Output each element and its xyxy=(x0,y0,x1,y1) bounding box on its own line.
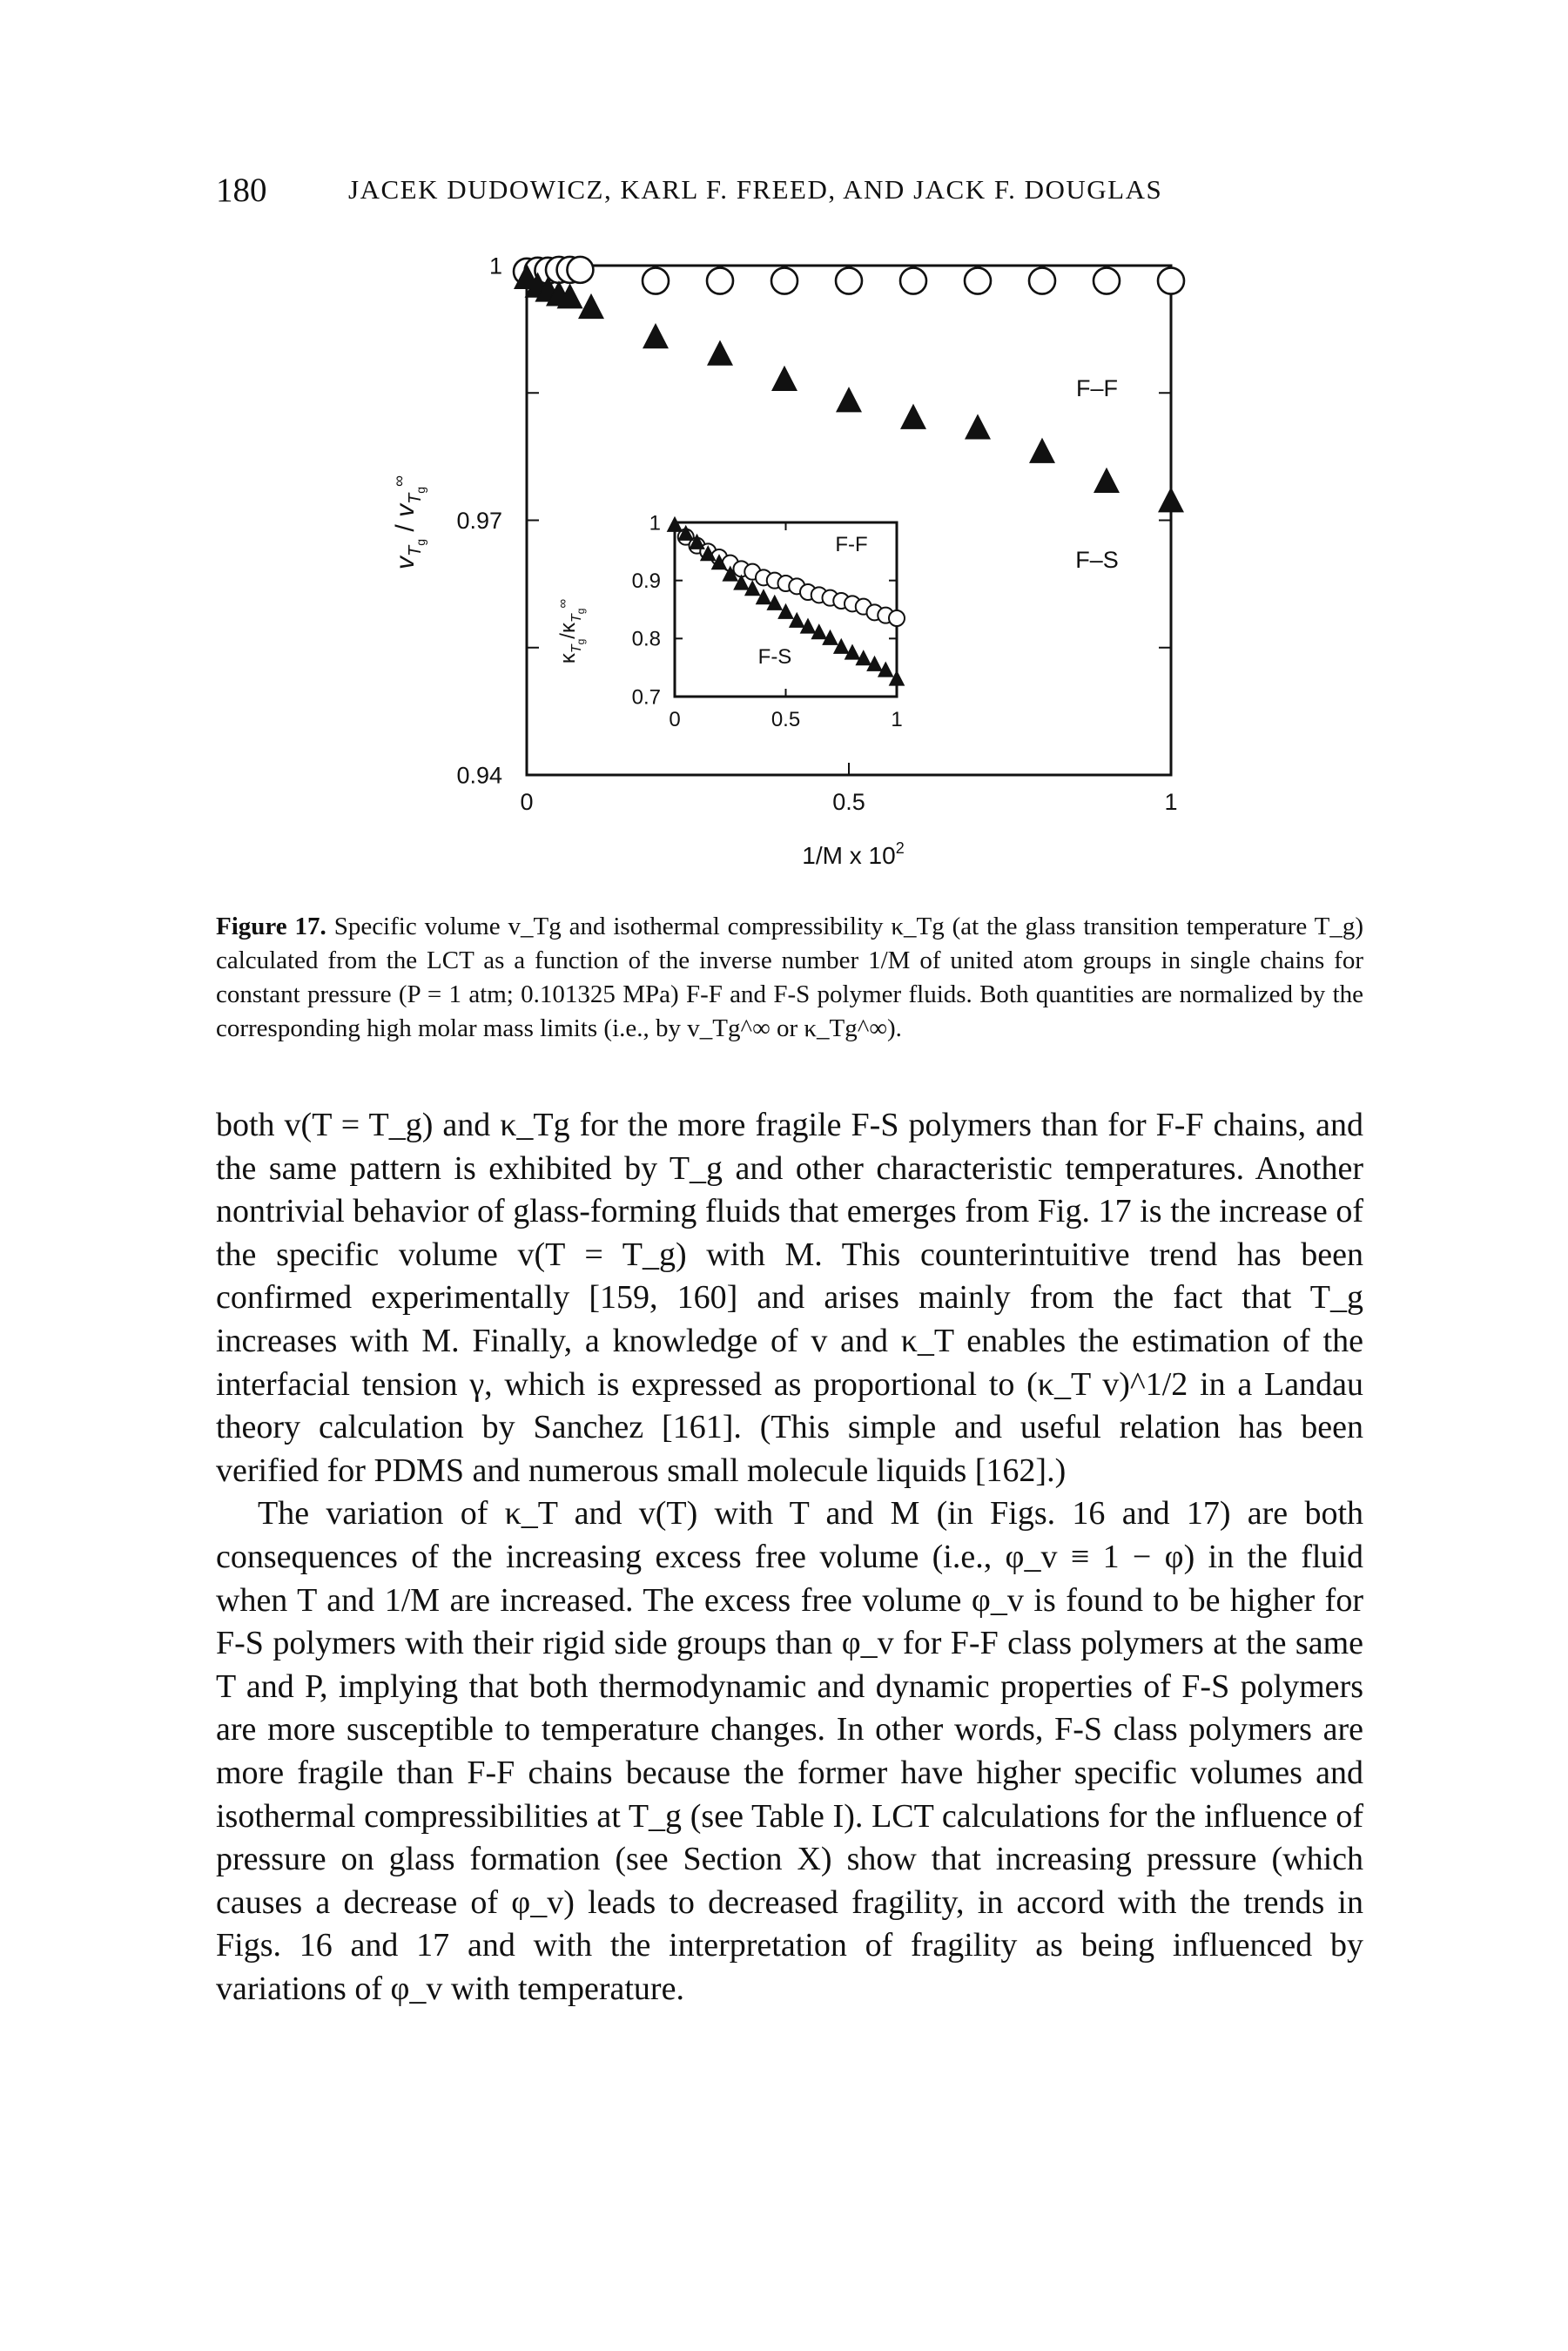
y-tick-label: 0.8 xyxy=(632,628,661,651)
data-point-triangle xyxy=(1158,487,1184,513)
data-point-triangle xyxy=(832,637,850,654)
inset-label-fs: F-S xyxy=(758,645,792,669)
data-point-circle xyxy=(1092,266,1121,295)
x-tick-label: 0.5 xyxy=(771,708,800,731)
data-point-triangle xyxy=(866,655,883,671)
data-point-triangle xyxy=(811,623,828,640)
y-tick-label: 0.94 xyxy=(456,762,502,788)
data-point-triangle xyxy=(799,617,817,634)
data-point-triangle xyxy=(710,554,728,570)
inset-y-axis-label: κTg/κTg∞ xyxy=(555,599,587,664)
x-tick-label: 1 xyxy=(1164,789,1177,815)
x-tick-label: 0 xyxy=(520,789,533,815)
caption-text: Specific volume v_Tg and isothermal comp… xyxy=(216,913,1364,1042)
data-point-circle xyxy=(834,266,864,295)
main-y-axis-label: vTg / vTg∞ xyxy=(390,475,427,569)
data-point-triangle xyxy=(788,611,805,628)
data-point-circle xyxy=(566,255,595,285)
body-text: both v(T = T_g) and κ_Tg for the more fr… xyxy=(216,1104,1363,2011)
data-point-triangle xyxy=(733,574,750,590)
y-tick-label: 0.7 xyxy=(632,685,661,709)
data-point-circle xyxy=(963,266,993,295)
label-fs: F–S xyxy=(1075,547,1119,573)
main-plot-frame xyxy=(525,264,1173,777)
inset-label-ff: F-F xyxy=(835,533,867,556)
data-point-circle xyxy=(770,266,799,295)
running-head: JACEK DUDOWICZ, KARL F. FREED, AND JACK … xyxy=(348,174,1163,205)
data-point-circle xyxy=(898,266,928,295)
data-point-triangle xyxy=(744,580,761,596)
data-point-circle xyxy=(1027,266,1057,295)
data-point-triangle xyxy=(836,387,862,413)
data-point-triangle xyxy=(771,365,797,391)
data-point-triangle xyxy=(877,661,894,677)
data-point-triangle xyxy=(822,629,838,645)
x-tick-label: 0.5 xyxy=(832,789,865,815)
data-point-triangle xyxy=(844,643,861,660)
main-x-axis-label: 1/M x 102 xyxy=(802,839,904,869)
body-paragraph-2: The variation of κ_T and v(T) with T and… xyxy=(216,1495,1363,2007)
y-tick-label: 1 xyxy=(649,511,661,535)
page-header: 180 JACEK DUDOWICZ, KARL F. FREED, AND J… xyxy=(216,171,1348,214)
label-ff: F–F xyxy=(1076,375,1118,401)
data-point-triangle xyxy=(1094,467,1120,493)
data-point-triangle xyxy=(707,340,733,366)
main-tick-labels: 0 0.5 1 0.94 0.97 1 xyxy=(456,253,1177,815)
data-point-triangle xyxy=(755,589,772,605)
data-point-circle xyxy=(888,610,905,627)
data-point-triangle xyxy=(578,293,604,320)
data-point-triangle xyxy=(666,515,683,532)
data-point-triangle xyxy=(1029,437,1055,463)
y-tick-label: 1 xyxy=(489,253,502,279)
main-ticks xyxy=(526,265,1172,776)
data-point-triangle xyxy=(766,594,784,610)
caption-label: Figure 17. xyxy=(216,913,326,940)
data-point-circle xyxy=(705,266,735,295)
y-tick-label: 0.9 xyxy=(632,569,661,593)
figure-caption: Figure 17. Specific volume v_Tg and isot… xyxy=(216,910,1363,1046)
data-point-triangle xyxy=(677,524,695,541)
data-point-triangle xyxy=(900,403,926,429)
data-point-triangle xyxy=(689,533,705,549)
data-point-triangle xyxy=(777,603,794,619)
body-paragraph-1: both v(T = T_g) and κ_Tg for the more fr… xyxy=(216,1107,1363,1489)
inset-tick-labels: 0 0.5 1 0.7 0.8 0.9 1 xyxy=(632,511,903,731)
data-point-triangle xyxy=(556,283,583,309)
data-point-triangle xyxy=(855,650,872,666)
inset-data-points xyxy=(666,515,905,686)
data-point-triangle xyxy=(722,565,739,582)
x-tick-label: 1 xyxy=(891,708,902,731)
data-point-circle xyxy=(641,266,670,295)
data-point-triangle xyxy=(699,545,717,562)
data-point-triangle xyxy=(965,414,991,440)
data-point-triangle xyxy=(643,323,669,349)
main-data-points xyxy=(512,255,1186,513)
page-number: 180 xyxy=(216,172,267,209)
y-tick-label: 0.97 xyxy=(456,508,502,534)
x-tick-label: 0 xyxy=(669,708,680,731)
data-point-circle xyxy=(1156,266,1186,295)
data-point-triangle xyxy=(888,670,905,686)
